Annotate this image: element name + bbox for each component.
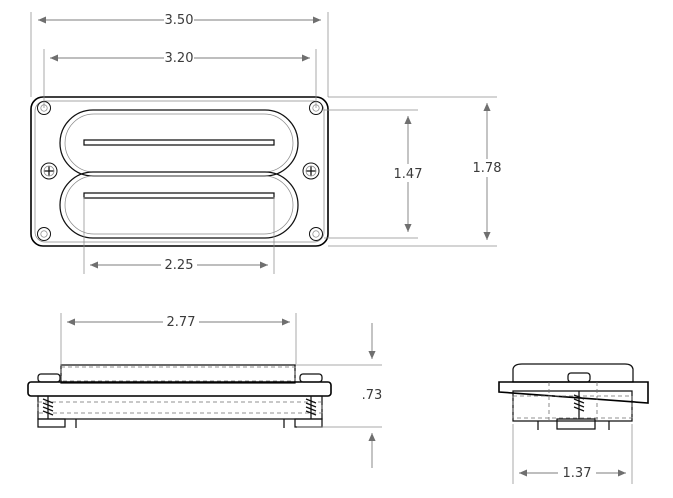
lower-coil-outer-outline [59,171,299,239]
front-foot-right [294,418,323,428]
front-lower-hidden-body [37,401,323,414]
lower-rail-blade [83,192,275,199]
pole-span-label: 2.25 [165,258,194,273]
lower-coil-inner-outline [64,175,294,235]
front-view: 2.77 .73 [27,312,383,468]
side-cover-profile [512,363,634,383]
height-adjust-screw-right-icon [302,162,320,180]
inner-height-label-mask [390,164,426,182]
front-foot-left [37,418,66,428]
side-hidden-body [512,395,633,419]
overall-width-label: 3.50 [165,13,194,28]
upper-coil-outer-outline [59,109,299,177]
top-view: 3.50 3.20 2.25 1.47 1.78 [30,10,505,274]
overall-height-label-mask [469,159,505,177]
side-spring-icon [573,391,585,419]
upper-rail-blade [83,139,275,146]
front-spring-right-icon [305,396,317,419]
front-lower-body [37,395,323,420]
overall-height-label: 1.78 [473,161,502,176]
corner-screw-bottom-left-icon [37,227,51,241]
height-adjust-screw-left-icon [40,162,58,180]
top-length-label-mask [163,312,199,330]
front-screw-head-right [299,373,323,383]
front-height-label: .73 [362,388,383,403]
hole-spacing-label: 3.20 [165,51,194,66]
pole-span-label-mask [161,255,197,273]
side-view: 1.37 [498,363,649,484]
overall-width-label-mask [164,10,194,28]
side-foot [556,418,596,430]
hole-spacing-label-mask [164,48,194,66]
corner-screw-bottom-right-icon [309,227,323,241]
inner-height-label: 1.47 [394,167,423,182]
side-lower-body [512,390,633,422]
side-depth-label: 1.37 [563,466,592,481]
side-depth-label-mask [558,463,596,481]
front-screw-head-left [37,373,61,383]
top-length-label: 2.77 [167,315,196,330]
front-cover-block [60,364,296,384]
mounting-ring-outline [30,96,329,247]
front-mounting-ring-profile [27,381,332,397]
side-mounting-ring-profile [498,381,649,404]
front-spring-left-icon [42,396,54,419]
upper-coil-inner-outline [64,113,294,173]
side-screw-head [567,372,591,383]
front-cover-hidden-edge [60,366,296,382]
mounting-ring-inner-edge [34,100,325,243]
